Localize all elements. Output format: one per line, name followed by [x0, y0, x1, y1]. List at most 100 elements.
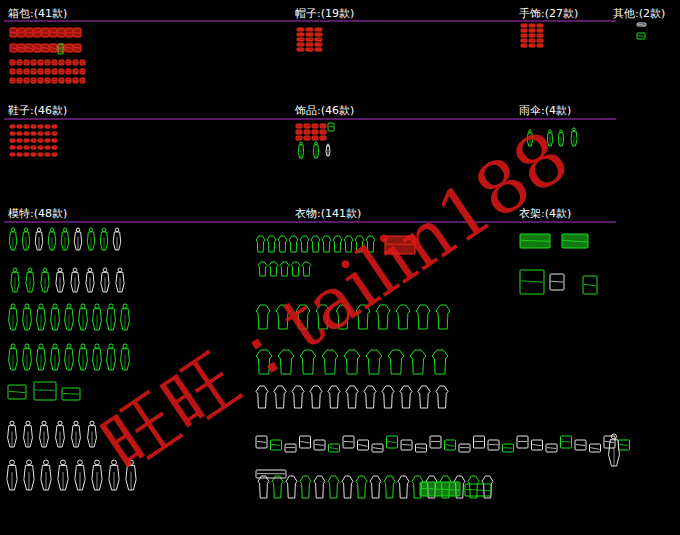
figure-symbol [24, 421, 33, 447]
cad-block [52, 78, 57, 83]
cad-block [52, 139, 57, 142]
cad-block [62, 388, 80, 400]
figure-symbol [56, 268, 64, 292]
figure-symbol [116, 268, 124, 292]
cad-block [18, 44, 25, 52]
garment-symbol [256, 236, 265, 252]
cad-block [562, 234, 588, 248]
figure-symbol [26, 268, 34, 292]
cad-block [8, 385, 26, 399]
cad-block [320, 124, 326, 128]
cad-block [312, 136, 318, 140]
category-heading: 衣物:(141款) [295, 207, 361, 220]
cad-block [575, 440, 586, 450]
figure-symbol [326, 144, 330, 156]
cad-block [45, 146, 50, 149]
cad-block [304, 136, 310, 140]
cad-block [80, 60, 85, 65]
cad-block [296, 124, 302, 128]
figure-symbol [609, 434, 620, 466]
cad-block [31, 125, 36, 128]
cad-block [529, 39, 535, 42]
cad-block [312, 124, 318, 128]
cad-block [31, 132, 36, 135]
cad-block [26, 28, 33, 37]
cad-block [304, 130, 310, 134]
cad-block [296, 136, 302, 140]
cad-block [59, 78, 64, 83]
cad-block [312, 130, 318, 134]
watermark: 旺旺：tailin188 [88, 116, 581, 485]
garment-symbol [356, 476, 367, 498]
cad-block [306, 33, 313, 36]
cad-block [58, 44, 65, 52]
cad-block [315, 33, 322, 36]
cad-block [31, 139, 36, 142]
cad-block [34, 382, 56, 400]
cad-block [521, 24, 527, 27]
garment-symbol [416, 305, 430, 329]
cad-block [24, 153, 29, 156]
figure-symbol [79, 344, 88, 370]
separator-line [4, 119, 616, 120]
garment-symbol [418, 386, 430, 408]
cad-block [445, 440, 456, 450]
cad-block [637, 33, 645, 39]
garment-symbol [310, 386, 322, 408]
category-heading: 鞋子:(46款) [8, 104, 67, 117]
figure-symbol [313, 142, 318, 158]
cad-block [304, 124, 310, 128]
figure-symbol [93, 344, 102, 370]
cad-block [637, 23, 646, 26]
garment-symbol [314, 476, 325, 498]
cad-block [31, 69, 36, 74]
figure-symbol [9, 228, 16, 250]
cad-block [537, 29, 543, 32]
garment-symbol [410, 350, 426, 374]
garment-symbol [370, 476, 381, 498]
cad-block [31, 153, 36, 156]
figure-symbol [11, 268, 19, 292]
figure-symbol [74, 228, 81, 250]
cad-block [38, 69, 43, 74]
cad-block [416, 444, 427, 452]
figure-symbol [37, 344, 46, 370]
cad-block [17, 78, 22, 83]
cad-block [297, 28, 304, 31]
cad-block [31, 146, 36, 149]
cad-block [320, 130, 326, 134]
category-heading: 箱包:(41款) [8, 7, 67, 20]
cad-block [537, 24, 543, 27]
cad-block [24, 146, 29, 149]
garment-symbol [382, 386, 394, 408]
garment-symbol [364, 386, 376, 408]
cad-block [474, 436, 485, 448]
cad-block [529, 44, 535, 47]
cad-block [10, 146, 15, 149]
separator-line [4, 222, 616, 223]
cad-block [459, 444, 470, 452]
cad-block [529, 29, 535, 32]
cad-block [45, 125, 50, 128]
cad-block [520, 270, 544, 294]
figure-symbol [51, 344, 60, 370]
figure-symbol [86, 268, 94, 292]
figure-symbol [87, 228, 94, 250]
cad-block [52, 132, 57, 135]
figure-symbol [65, 344, 74, 370]
cad-block [66, 28, 73, 37]
cad-block [430, 436, 441, 448]
cad-block [17, 153, 22, 156]
figure-symbol [72, 421, 81, 447]
cad-block [550, 274, 564, 290]
cad-block [10, 125, 15, 128]
cad-block [420, 482, 460, 496]
cad-block [561, 436, 572, 448]
cad-block [45, 139, 50, 142]
cad-block [42, 28, 49, 37]
cad-block [66, 78, 71, 83]
cad-block [18, 28, 25, 37]
cad-block [521, 34, 527, 37]
garment-symbol [346, 386, 358, 408]
cad-block [24, 125, 29, 128]
